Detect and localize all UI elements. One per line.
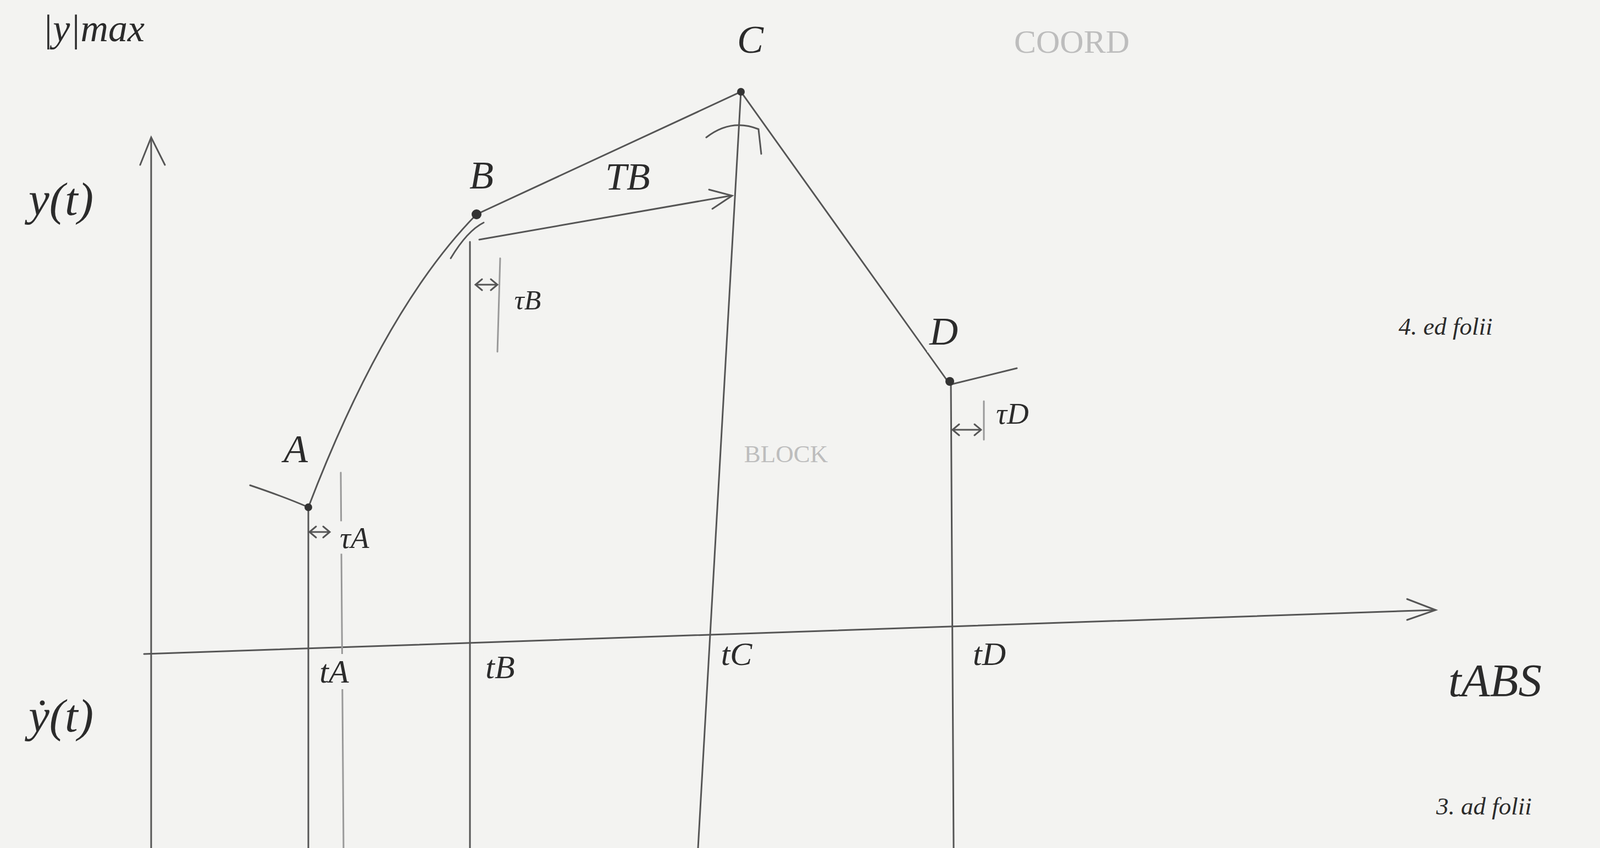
t-axis — [144, 610, 1434, 655]
projection-d2 — [983, 401, 985, 440]
interval-label: τA — [337, 521, 372, 555]
tangent-d — [949, 368, 1017, 385]
angle-c — [706, 125, 762, 154]
y-axis-arrow — [140, 137, 165, 165]
tangent-b — [450, 222, 484, 259]
projection-a — [307, 507, 310, 848]
point-b — [471, 209, 482, 220]
projection-c — [698, 91, 741, 848]
projection-b — [469, 241, 472, 848]
tangent-a — [250, 485, 309, 508]
point-label: B — [467, 154, 496, 197]
t-axis-arrow — [1407, 599, 1436, 620]
tau-d-arrow — [952, 424, 982, 436]
note: 4. ed folii — [1396, 313, 1495, 341]
point-label: A — [281, 428, 310, 470]
y-axis — [150, 140, 153, 848]
point-d — [945, 377, 955, 386]
point-label: D — [927, 310, 961, 353]
watermark: BLOCK — [742, 440, 831, 468]
point-c — [737, 87, 745, 96]
note: 3. ad folii — [1434, 793, 1535, 821]
time-label: tC — [718, 636, 755, 672]
interval-label: TB — [602, 156, 653, 198]
interval-label: τB — [512, 285, 544, 315]
t-b-arrowhead — [709, 189, 733, 209]
point-label: C — [734, 18, 766, 61]
axis-label: y(t) — [26, 174, 96, 224]
time-label: tD — [970, 636, 1009, 672]
t-b-arrow — [479, 195, 732, 240]
time-label: tA — [317, 654, 351, 690]
tau-a-arrow — [309, 526, 330, 538]
interval-label: τD — [993, 397, 1031, 430]
axis-label: tABS — [1446, 656, 1544, 706]
time-label: tB — [483, 649, 517, 685]
axis-label: |y|max — [40, 8, 147, 49]
projection-b2 — [497, 258, 501, 352]
point-a — [304, 503, 313, 512]
trajectory — [308, 91, 948, 508]
axis-label: ẏ(t) — [26, 691, 96, 741]
tau-b-arrow — [475, 279, 498, 291]
projection-d — [950, 380, 954, 848]
watermark: COORD — [1011, 24, 1132, 60]
